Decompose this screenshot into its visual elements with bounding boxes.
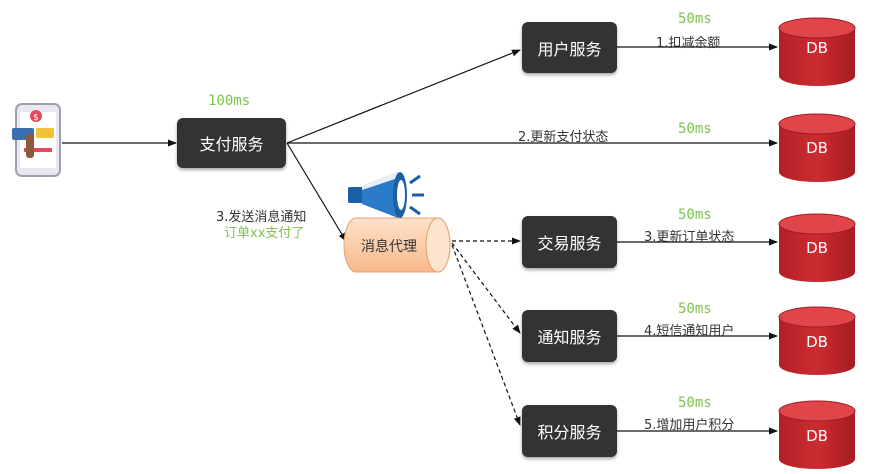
db-label-5: DB [806,427,828,445]
points-latency: 50ms [678,395,712,411]
points-service-box: 积分服务 [522,405,617,457]
dashed-broker-to-notify [451,242,521,334]
db-label-4: DB [806,333,828,351]
db-label-2: DB [806,139,828,157]
payment-phone-icon: $ [12,103,61,177]
db2-latency: 50ms [678,121,712,137]
action-label-3: 3.更新订单状态 [644,230,735,245]
broker-note-line2: 订单xx支付了 [224,226,305,241]
user-latency: 50ms [678,11,712,27]
svg-text:$: $ [33,113,39,123]
notify-service-box: 通知服务 [522,310,617,362]
database-icon [778,306,856,375]
dashed-broker-to-points [451,244,521,426]
action-label-2: 2.更新支付状态 [518,130,609,145]
database-icon [778,400,856,469]
megaphone-icon [348,172,424,218]
user-service-box: 用户服务 [522,22,617,73]
trade-service-box: 交易服务 [522,216,617,268]
db-label-3: DB [806,239,828,257]
database-icon [778,17,856,86]
action-label-5: 5.增加用户积分 [644,418,735,433]
broker-note-line1: 3.发送消息通知 [216,210,307,225]
arrow-payment-to-broker [286,142,347,242]
payment-service-box: 支付服务 [177,118,286,168]
db-label-1: DB [806,39,828,57]
payment-latency: 100ms [208,93,251,109]
database-icon [778,213,856,282]
message-broker-label: 消息代理 [361,239,417,255]
action-label-4: 4.短信通知用户 [644,324,735,339]
message-broker-shape [343,217,451,273]
databases [778,17,856,469]
notify-latency: 50ms [678,301,712,317]
arrow-payment-to-user-service [286,49,521,144]
connection-arrows [62,43,778,435]
database-icon [778,113,856,182]
action-label-1: 1.扣减余额 [656,36,721,51]
trade-latency: 50ms [678,207,712,223]
